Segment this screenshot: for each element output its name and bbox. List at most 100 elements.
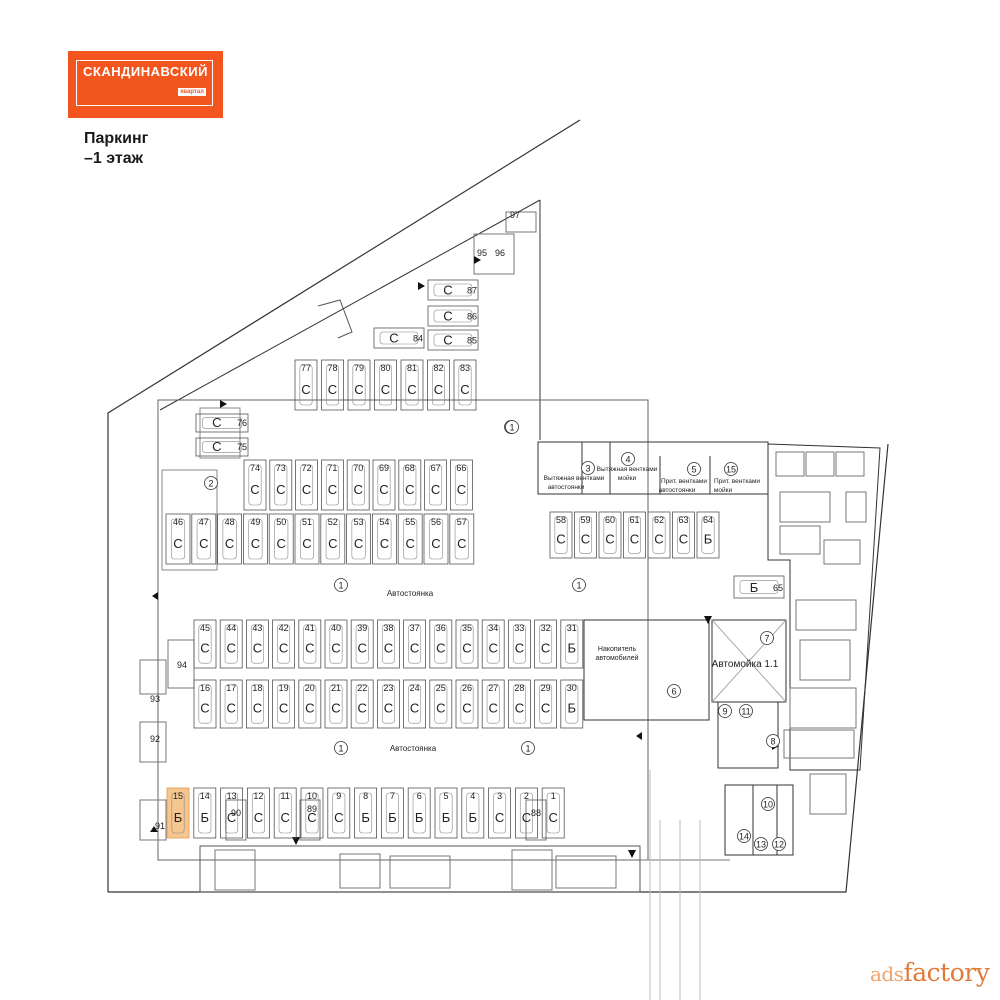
parking-spot-7[interactable]: 7Б (380, 787, 404, 839)
parking-spot-11[interactable]: 11С (273, 787, 297, 839)
parking-spot-78[interactable]: 78С (321, 359, 344, 411)
spot-outline (346, 513, 372, 565)
parking-spot-27[interactable]: 27С (481, 679, 505, 729)
parking-spot-40[interactable]: 40С (324, 619, 348, 669)
parking-label-upper: Автостоянка (387, 589, 434, 598)
parking-spot-33[interactable]: 33С (507, 619, 531, 669)
parking-spot-79[interactable]: 79С (347, 359, 371, 411)
parking-spot-48[interactable]: 48С (217, 513, 243, 565)
parking-spot-21[interactable]: 21С (324, 679, 348, 729)
parking-spot-18[interactable]: 18С (245, 679, 269, 729)
parking-spot-1[interactable]: 1С (541, 787, 565, 839)
parking-spot-45[interactable]: 45С (193, 619, 217, 669)
parking-spot-68[interactable]: 68С (398, 459, 422, 511)
parking-spot-26[interactable]: 26С (455, 679, 479, 729)
parking-spot-39[interactable]: 39С (350, 619, 374, 669)
parking-spot-46[interactable]: 46С (165, 513, 191, 565)
parking-spot-31[interactable]: 31Б (560, 619, 584, 669)
parking-spot-32[interactable]: 32С (534, 619, 557, 669)
parking-spot-41[interactable]: 41С (298, 619, 322, 669)
parking-spot-12[interactable]: 12С (246, 787, 270, 839)
parking-spot-20[interactable]: 20С (298, 679, 322, 729)
parking-spot-53[interactable]: 53С (346, 513, 372, 565)
spot-number: 66 (456, 463, 466, 473)
spot-outline (427, 359, 450, 411)
parking-spot-30[interactable]: 30Б (560, 679, 584, 729)
parking-spot-77[interactable]: 77С (294, 359, 318, 411)
parking-spot-82[interactable]: 82С (427, 359, 450, 411)
parking-spot-44[interactable]: 44С (219, 619, 243, 669)
parking-spot-23[interactable]: 23С (376, 679, 400, 729)
parking-spot-69[interactable]: 69С (372, 459, 396, 511)
parking-spot-8[interactable]: 8Б (354, 787, 378, 839)
parking-spot-37[interactable]: 37С (403, 619, 427, 669)
parking-spot-54[interactable]: 54С (371, 513, 397, 565)
spot-number: 48 (225, 517, 235, 527)
parking-spot-2[interactable]: 2С (515, 787, 538, 839)
parking-spot-5[interactable]: 5Б (434, 787, 458, 839)
parking-spot-19[interactable]: 19С (272, 679, 296, 729)
parking-spot-4[interactable]: 4Б (461, 787, 485, 839)
parking-spot-63[interactable]: 63С (672, 511, 695, 559)
parking-spot-9[interactable]: 9С (327, 787, 351, 839)
spot-outline (321, 359, 344, 411)
parking-spot-83[interactable]: 83С (453, 359, 477, 411)
parking-spot-61[interactable]: 61С (623, 511, 646, 559)
parking-spot-6[interactable]: 6Б (407, 787, 431, 839)
spot-outline (481, 619, 505, 669)
parking-spot-72[interactable]: 72С (295, 459, 319, 511)
parking-spot-38[interactable]: 38С (376, 619, 400, 669)
parking-spot-47[interactable]: 47С (191, 513, 217, 565)
parking-spot-3[interactable]: 3С (488, 787, 512, 839)
parking-spot-58[interactable]: 58С (549, 511, 573, 559)
parking-spot-15[interactable]: 15Б (166, 787, 190, 839)
parking-spot-36[interactable]: 36С (429, 619, 453, 669)
parking-spot-28[interactable]: 28С (507, 679, 531, 729)
parking-spot-14[interactable]: 14Б (193, 787, 217, 839)
parking-spot-22[interactable]: 22С (350, 679, 374, 729)
parking-hall (157, 399, 649, 861)
parking-spot-10[interactable]: 10С (300, 787, 324, 839)
parking-spot-35[interactable]: 35С (455, 619, 479, 669)
parking-spot-52[interactable]: 52С (320, 513, 346, 565)
spot-number: 36 (436, 623, 446, 633)
parking-spot-43[interactable]: 43С (245, 619, 269, 669)
room-number: 2 (208, 479, 213, 489)
parking-spot-62[interactable]: 62С (647, 511, 671, 559)
parking-spot-42[interactable]: 42С (272, 619, 296, 669)
parking-spot-67[interactable]: 67С (424, 459, 448, 511)
parking-spot-64[interactable]: 64Б (696, 511, 720, 559)
parking-spot-74[interactable]: 74С (243, 459, 267, 511)
parking-spot-24[interactable]: 24С (403, 679, 427, 729)
parking-spot-25[interactable]: 25С (429, 679, 453, 729)
parking-spot-73[interactable]: 73С (269, 459, 293, 511)
parking-spot-49[interactable]: 49С (242, 513, 268, 565)
parking-spot-29[interactable]: 29С (534, 679, 557, 729)
parking-spot-71[interactable]: 71С (320, 459, 344, 511)
parking-spot-59[interactable]: 59С (574, 511, 597, 559)
parking-spot-16[interactable]: 16С (193, 679, 217, 729)
parking-spot-60[interactable]: 60С (598, 511, 622, 559)
parking-spot-66[interactable]: 66С (449, 459, 473, 511)
parking-spot-34[interactable]: 34С (481, 619, 505, 669)
car-icon (565, 684, 579, 724)
parking-spot-81[interactable]: 81С (400, 359, 424, 411)
parking-spot-50[interactable]: 50С (268, 513, 294, 565)
parking-spot-70[interactable]: 70С (346, 459, 370, 511)
parking-spot-17[interactable]: 17С (219, 679, 243, 729)
parking-spot-57[interactable]: 57С (449, 513, 475, 565)
parking-spot-55[interactable]: 55С (397, 513, 423, 565)
parking-spot-80[interactable]: 80С (374, 359, 397, 411)
parking-spot-51[interactable]: 51С (294, 513, 320, 565)
parking-spot-13[interactable]: 13С (220, 787, 244, 839)
room-circle (772, 837, 786, 851)
parking-spot-56[interactable]: 56С (423, 513, 449, 565)
